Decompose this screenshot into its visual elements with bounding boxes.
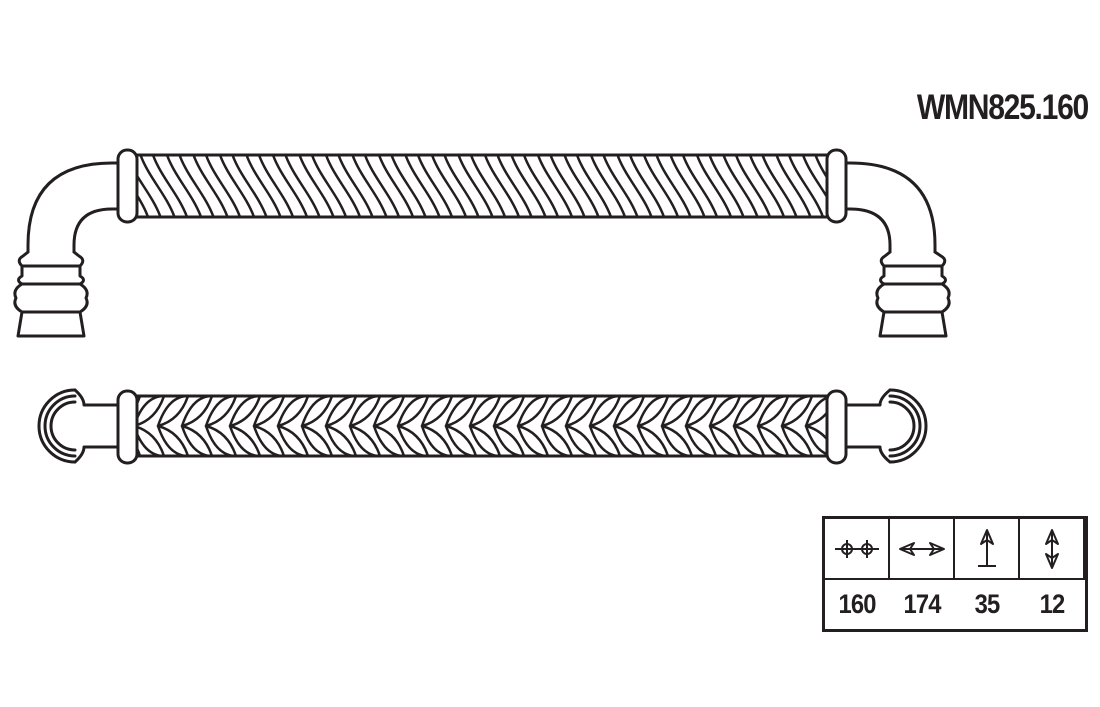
projection-height-icon — [955, 519, 1020, 580]
dimensions-table: 160 174 35 12 — [822, 516, 1088, 632]
side-view — [13, 148, 951, 338]
projection-height-value: 35 — [975, 589, 1001, 619]
top-view — [37, 388, 928, 465]
product-code: WMN825.160 — [916, 88, 1089, 127]
overall-length-icon — [890, 519, 955, 580]
left-elbow — [26, 161, 122, 254]
bar-diameter-value: 12 — [1040, 589, 1066, 619]
left-collar-top — [116, 389, 139, 465]
hole-spacing-icon — [825, 519, 890, 580]
twisted-rope-pattern — [135, 156, 829, 216]
right-rosette — [844, 388, 928, 464]
right-foot — [875, 250, 951, 338]
right-collar — [825, 148, 848, 224]
left-rosette — [37, 388, 122, 464]
right-elbow — [834, 161, 937, 254]
left-collar — [116, 148, 139, 224]
bar-diameter-icon — [1020, 519, 1085, 580]
hole-spacing-value: 160 — [838, 589, 877, 619]
right-collar-top — [825, 389, 848, 465]
overall-length-value: 174 — [903, 589, 942, 619]
braided-rope-pattern — [135, 397, 829, 455]
left-foot — [13, 250, 89, 338]
